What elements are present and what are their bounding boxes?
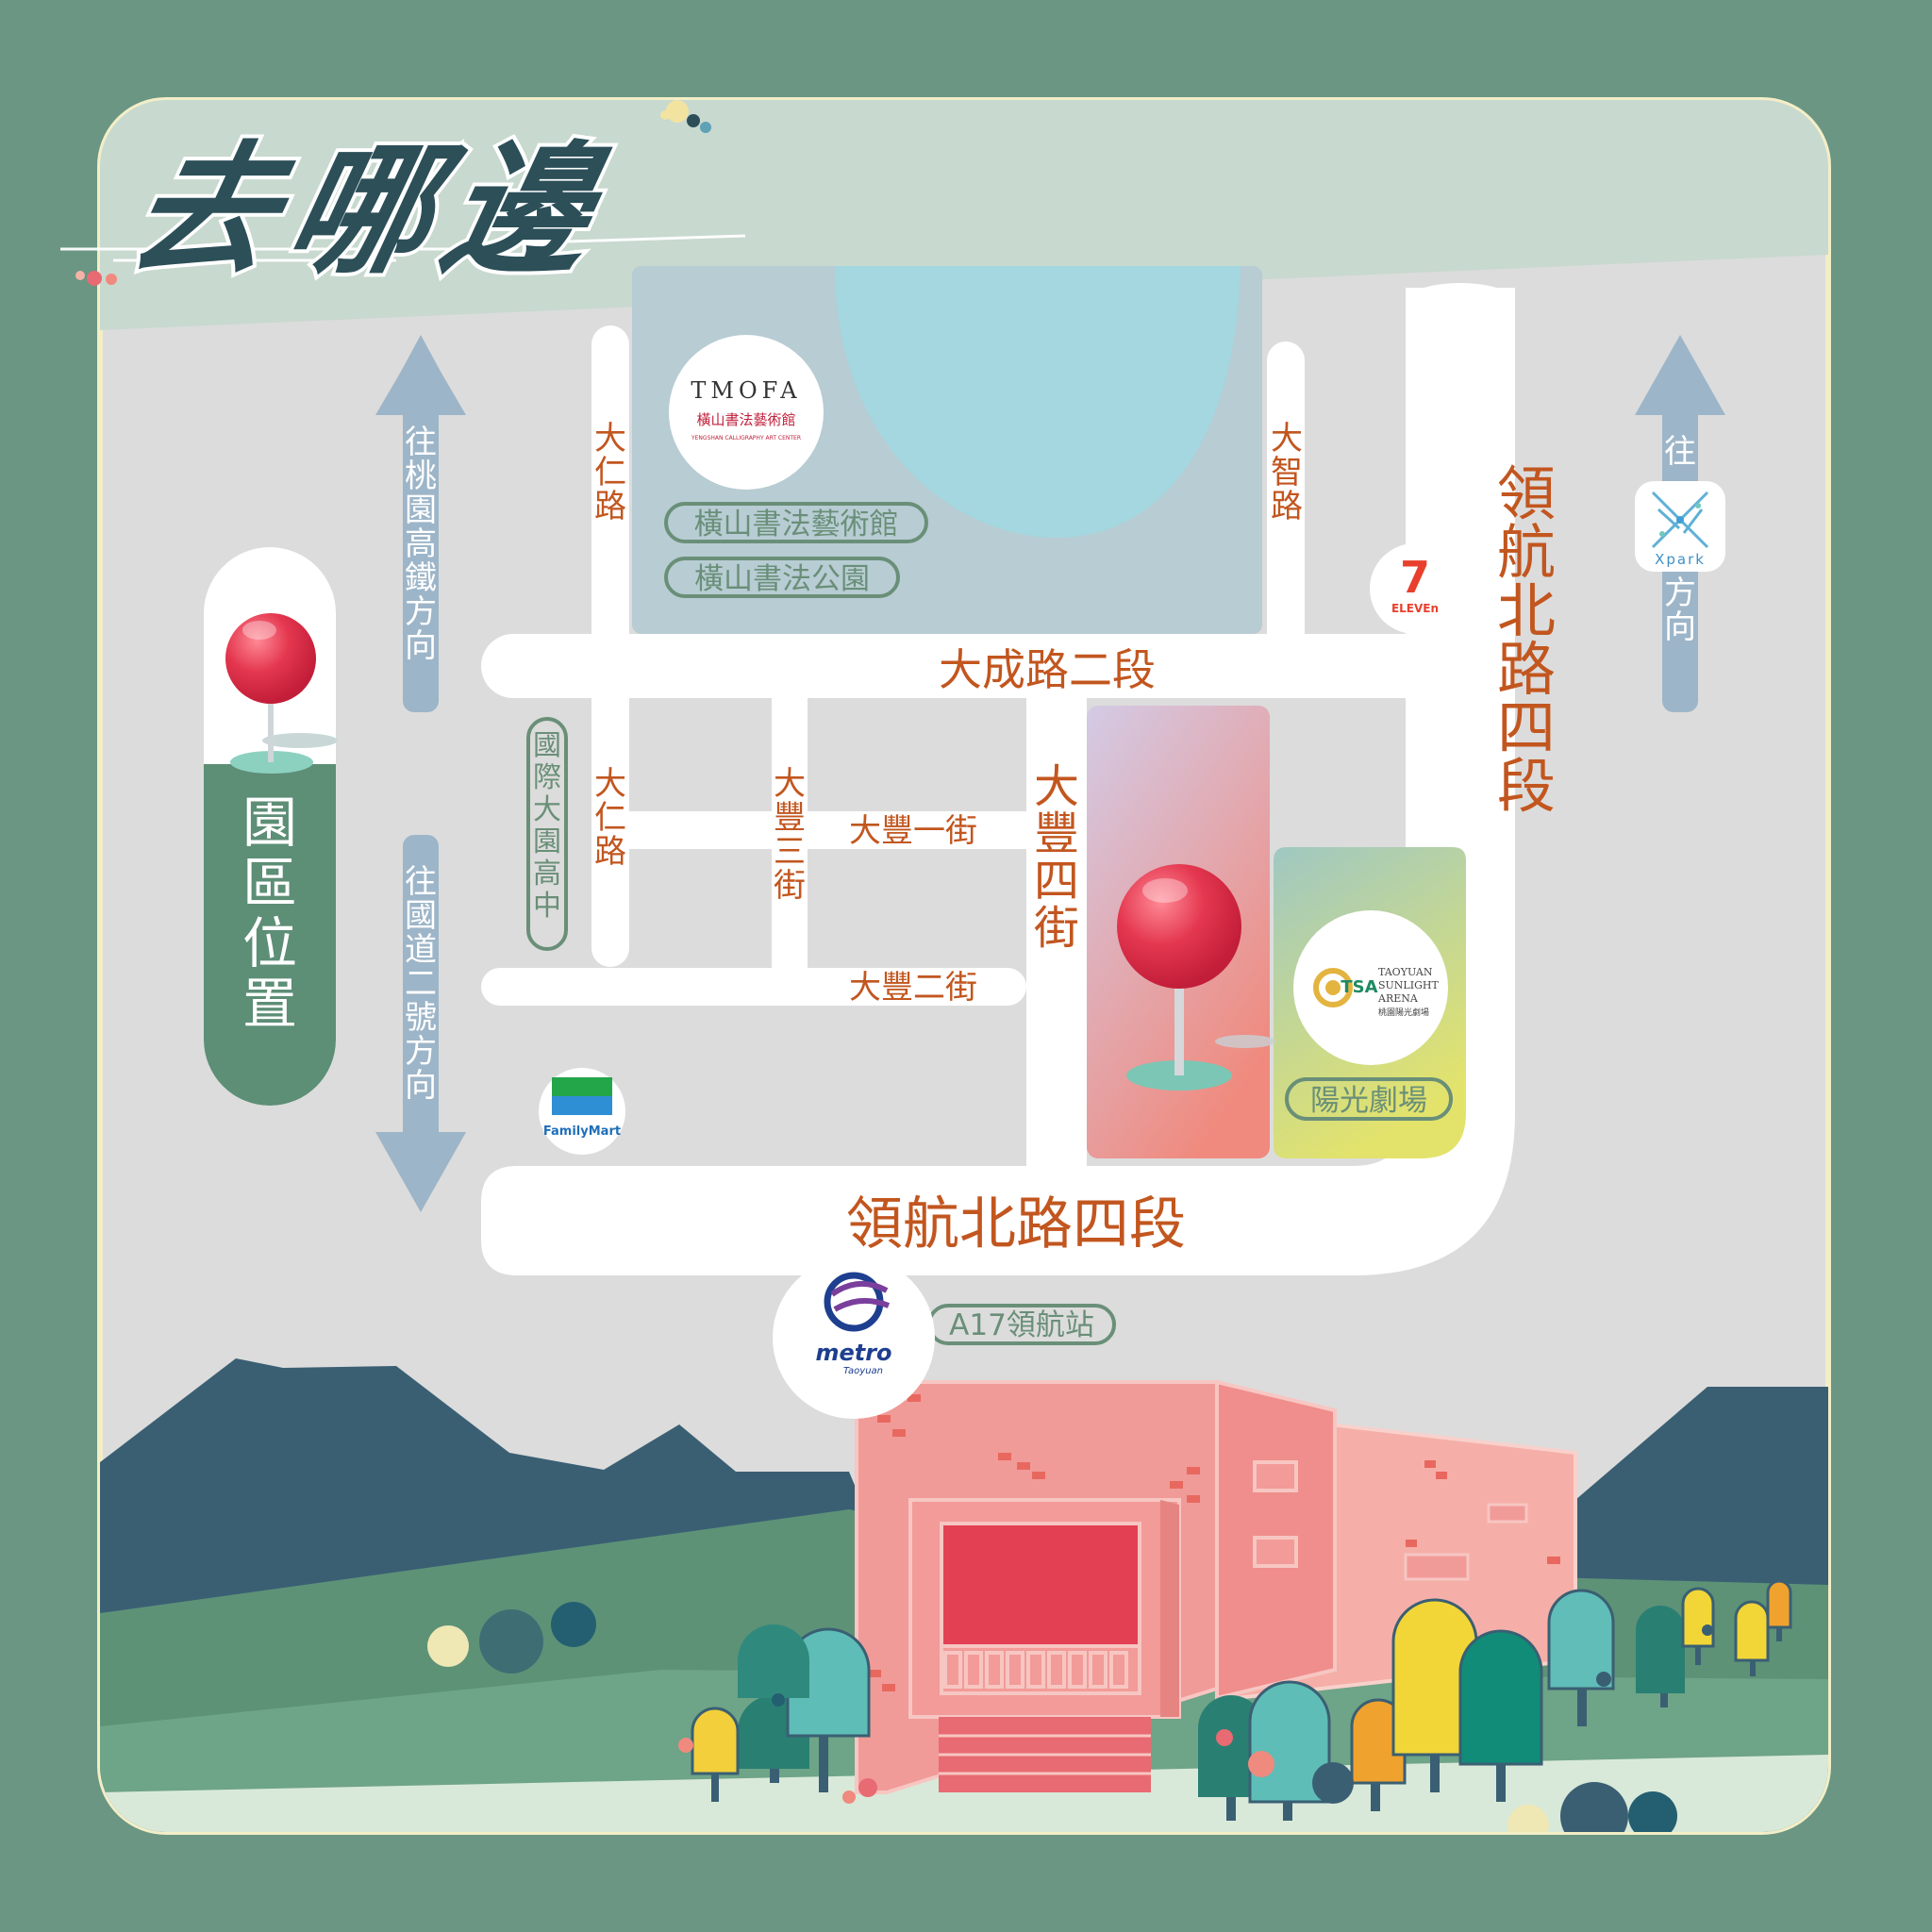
familymart-logo-text: FamilyMart xyxy=(543,1124,621,1139)
trees xyxy=(678,1579,1792,1832)
road-label-daren-mid: 大仁路 xyxy=(594,765,626,871)
road-label-dafeng-1: 大豐一街 xyxy=(849,812,977,850)
direction-xpark-top: 往 xyxy=(1664,433,1696,471)
page-title: 去哪邊 xyxy=(117,128,622,293)
label-school-text: 國際大園高中 xyxy=(533,729,561,923)
tmofa-logo-text: TMOFA xyxy=(691,377,801,404)
label-metro-station-text: A17領航站 xyxy=(949,1308,1094,1342)
arena-logo-line1: TAOYUAN xyxy=(1378,966,1433,978)
familymart-logo: FamilyMart xyxy=(539,1068,625,1155)
label-metro-station: A17領航站 xyxy=(927,1304,1116,1345)
mountain-right xyxy=(1509,1387,1828,1623)
road-label-dafeng-4: 大豐四街 xyxy=(1034,760,1079,955)
road-label-dazhi: 大智路 xyxy=(1271,420,1303,525)
tmofa-logo-sub: 橫山書法藝術館 xyxy=(696,411,795,428)
direction-freeway-label: 往國道二號方向 xyxy=(405,863,437,1105)
road-label-dacheng: 大成路二段 xyxy=(939,644,1156,695)
road-network xyxy=(481,283,1515,1275)
seven-eleven-logo: 7 ELEVEn xyxy=(1370,543,1460,634)
header-band xyxy=(100,100,1828,330)
direction-xpark-bottom: 方向 xyxy=(1664,575,1696,646)
label-park: 橫山書法公園 xyxy=(664,557,900,598)
road-lingnhang xyxy=(481,288,1515,1275)
xpark-logo-text: Xpark xyxy=(1655,551,1706,568)
road-dafeng-1 xyxy=(629,811,1026,849)
dot xyxy=(551,1602,596,1647)
road-daren xyxy=(591,325,629,967)
label-arena-text: 陽光劇場 xyxy=(1310,1084,1427,1118)
label-arena: 陽光劇場 xyxy=(1285,1077,1453,1121)
label-tmofa-text: 橫山書法藝術館 xyxy=(694,508,899,541)
location-pin xyxy=(1117,864,1275,1091)
dot xyxy=(427,1625,469,1667)
arena-logo-line3: ARENA xyxy=(1377,992,1419,1005)
metro-logo-sub: Taoyuan xyxy=(843,1366,883,1376)
road-label-lingnhang-vertical: 領航北路四段 xyxy=(1497,459,1556,821)
seven-eleven-text: ELEVEn xyxy=(1391,602,1439,615)
road-label-lingnhang-horizontal: 領航北路四段 xyxy=(846,1191,1186,1257)
direction-hsr-label: 往桃園高鐵方向 xyxy=(405,424,437,665)
label-park-text: 橫山書法公園 xyxy=(694,562,870,596)
road-label-daren-top: 大仁路 xyxy=(594,420,626,525)
arena-logo-line2: SUNLIGHT xyxy=(1378,979,1439,991)
tmofa-logo-en: YENGSHAN CALLIGRAPHY ART CENTER xyxy=(691,435,801,441)
road-dafeng-4 xyxy=(1026,698,1087,1166)
road-dafeng-2 xyxy=(481,968,1026,1006)
arena-logo-mark: TSA xyxy=(1341,977,1377,997)
theater-building xyxy=(855,1379,1577,1794)
arrow-freeway xyxy=(375,835,466,1212)
arrow-hsr xyxy=(375,335,466,712)
road-dazhi xyxy=(1267,341,1305,653)
seven-eleven-number: 7 xyxy=(1400,552,1430,603)
arena-logo: TSA TAOYUAN SUNLIGHT ARENA 桃園陽光劇場 xyxy=(1293,910,1448,1065)
label-tmofa: 橫山書法藝術館 xyxy=(664,502,928,543)
pin-icon xyxy=(225,613,316,704)
road-label-dafeng-2: 大豐二街 xyxy=(849,969,977,1007)
xpark-logo: Xpark xyxy=(1635,481,1725,572)
arena-logo-cn: 桃園陽光劇場 xyxy=(1378,1007,1429,1018)
metro-logo-text: metro xyxy=(815,1340,891,1366)
road-dacheng xyxy=(481,634,1472,698)
pond xyxy=(835,266,1241,538)
metro-logo: metro Taoyuan xyxy=(773,1257,935,1419)
pin-icon xyxy=(1117,864,1241,989)
park-location-panel: 園區位置 xyxy=(204,547,338,1106)
title-graphic: 去哪邊 xyxy=(60,100,746,297)
label-school: 國際大園高中 xyxy=(526,717,568,951)
svg-text:園區位置: 園區位置 xyxy=(242,791,297,1036)
road-label-dafeng-3: 大豐三街 xyxy=(774,765,806,905)
dot xyxy=(479,1609,543,1674)
side-panel-label: 園區位置 xyxy=(242,791,297,1036)
tmofa-logo: TMOFA 橫山書法藝術館 YENGSHAN CALLIGRAPHY ART C… xyxy=(669,335,824,490)
